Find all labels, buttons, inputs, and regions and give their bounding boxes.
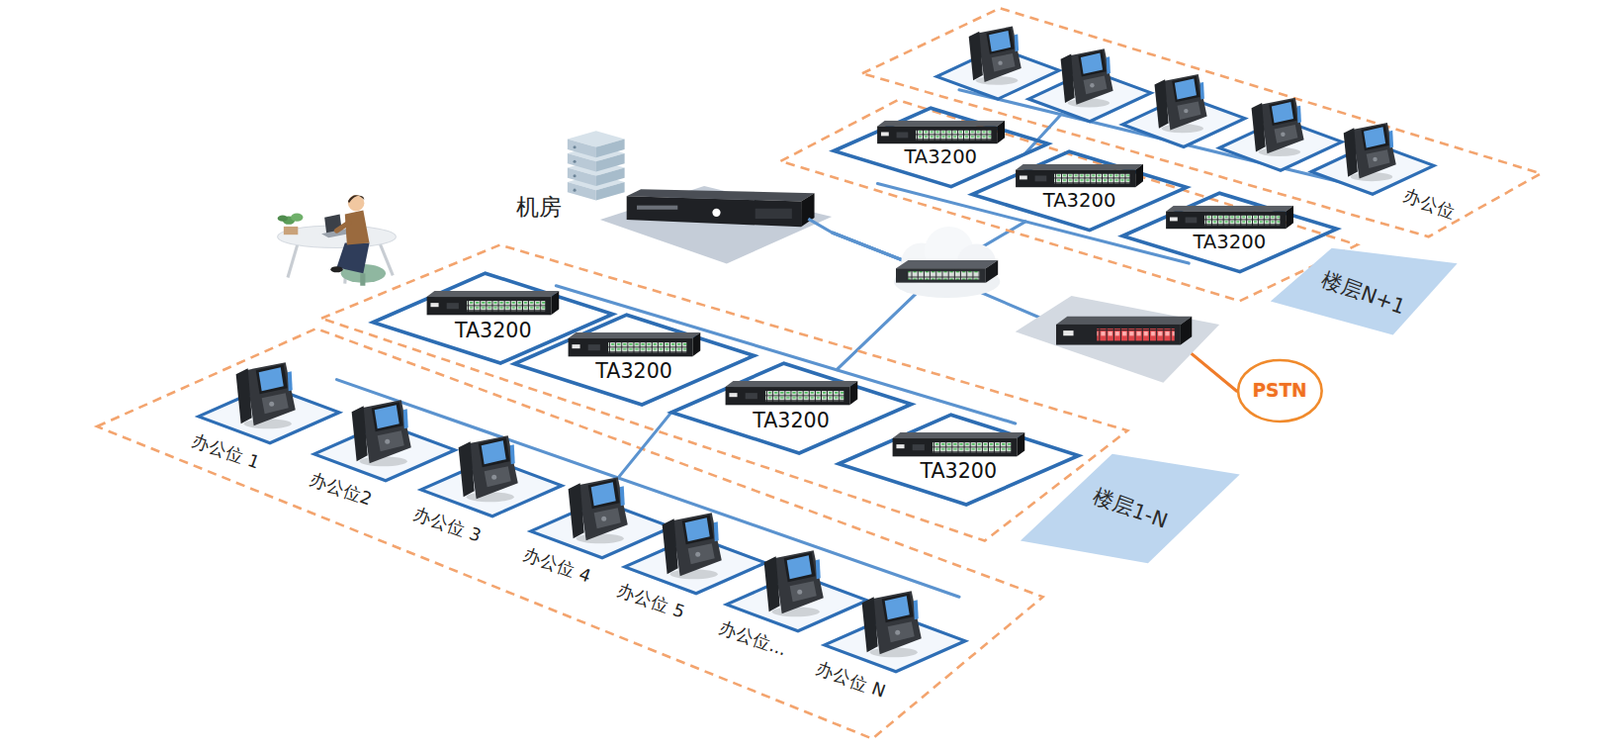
ata-device-icon	[877, 120, 1005, 144]
device-label: TA3200	[752, 408, 830, 434]
rack-icon	[572, 174, 576, 178]
ata-device-icon	[567, 332, 701, 356]
device-label: TA3200	[1192, 230, 1266, 255]
zone-outline	[96, 7, 1541, 738]
pstn-label: PSTN	[1251, 379, 1307, 402]
ip-phone-icon	[352, 399, 412, 466]
core-switch	[907, 270, 979, 279]
desk-phone	[969, 26, 1022, 86]
ata-device-zone: TA3200	[508, 308, 761, 411]
ata-device-icon	[724, 380, 858, 405]
core-switch	[895, 267, 986, 282]
office-worker	[337, 222, 350, 231]
floor-tag	[1270, 248, 1458, 336]
ata-device-zone: TA3200	[832, 408, 1085, 511]
office-worker	[277, 215, 288, 222]
floor-tag	[0, 203, 1317, 752]
bus-cable	[618, 412, 672, 478]
office-worker	[348, 194, 365, 211]
bus-cable	[337, 89, 1348, 598]
desk-phone-station: 办公位 1	[175, 355, 344, 481]
ata-device-zone: TA3200	[966, 145, 1193, 237]
ip-phone-icon	[862, 590, 922, 657]
desk-label: 办公位	[1400, 184, 1458, 223]
core-switch	[893, 226, 1000, 298]
desk-phone-station: 办公位2	[290, 393, 459, 519]
rack-icon	[596, 138, 625, 158]
voip-gateway	[1015, 295, 1220, 383]
pstn-cloud: PSTN	[1237, 358, 1324, 423]
device-label: TA3200	[595, 358, 673, 384]
device-label: TA3200	[919, 458, 997, 484]
desk-phone-station: 办公位	[1307, 116, 1479, 234]
server-room: 机房	[508, 120, 833, 269]
ip-phone-icon	[661, 512, 721, 579]
rack-icon	[572, 145, 576, 149]
desk-phone-station	[175, 355, 344, 481]
floor-plate: 楼层1-NTA3200TA3200TA3200TA3200办公位 1办公位2办公…	[0, 203, 1317, 752]
office-worker	[348, 194, 365, 203]
pbx-server	[711, 207, 720, 216]
network-link	[832, 232, 1238, 391]
office-worker	[359, 272, 365, 285]
desk-phone-station	[290, 393, 459, 519]
ata-zone-outline	[838, 414, 1078, 505]
device-label: TA3200	[1043, 188, 1117, 213]
voip-gateway	[1056, 316, 1192, 325]
server-cable	[807, 218, 833, 233]
office-worker	[283, 226, 298, 235]
pbx-server	[636, 204, 678, 209]
voip-gateway	[1063, 330, 1073, 336]
ata-zone-outline	[972, 151, 1187, 230]
desk-phone-station: 办公位 N	[800, 584, 970, 710]
ip-phone-icon	[1343, 122, 1397, 181]
office-worker	[290, 213, 303, 222]
office-worker	[345, 209, 370, 245]
voip-gateway	[1180, 316, 1192, 346]
desk-phone	[1155, 74, 1208, 133]
voip-gateway	[1096, 328, 1174, 341]
voip-gateway	[1056, 324, 1181, 346]
ata-device-icon	[891, 432, 1025, 456]
device-label: TA3200	[903, 145, 978, 170]
rack-icon	[572, 187, 576, 191]
voip-gateway	[1015, 295, 1220, 383]
zone-outline	[321, 244, 1128, 540]
room-label: 机房	[516, 193, 562, 221]
ip-phone-icon	[458, 436, 519, 503]
ata-zone-outline	[1122, 192, 1337, 271]
rack-icon	[572, 159, 576, 163]
device-label: TA3200	[454, 318, 533, 344]
floor-plate	[4, 209, 1312, 752]
floor-plate	[673, 0, 1600, 359]
ata-device-zone: TA3200	[1116, 186, 1343, 278]
office-worker	[330, 266, 343, 272]
pbx-server	[626, 195, 801, 227]
desk-phone-station	[800, 584, 970, 710]
rack-icon	[567, 138, 597, 158]
ata-device-icon	[1015, 163, 1144, 186]
network-link	[1183, 347, 1238, 391]
room-pad	[600, 185, 832, 264]
floor-plate: 楼层N+1TA3200TA3200TA3200办公位	[668, 0, 1600, 361]
core-switch	[895, 260, 998, 268]
floor-tag	[1020, 453, 1241, 563]
desk-phone	[1061, 48, 1114, 107]
ip-phone-icon	[236, 361, 296, 429]
ip-phone-icon	[764, 549, 824, 617]
bus-cable	[337, 379, 960, 598]
core-switch	[893, 265, 1000, 298]
core-switch	[985, 260, 998, 283]
office-worker	[277, 194, 397, 286]
desk-phone	[1251, 97, 1305, 157]
ata-device-icon	[427, 290, 560, 315]
bus-cable	[555, 285, 1015, 424]
ata-zone-outline	[671, 362, 911, 453]
ata-device-icon	[1165, 205, 1294, 229]
ip-phone-icon	[567, 476, 627, 543]
office-worker	[287, 242, 298, 277]
pstn-outline	[1238, 359, 1323, 422]
pbx-server	[755, 207, 793, 218]
